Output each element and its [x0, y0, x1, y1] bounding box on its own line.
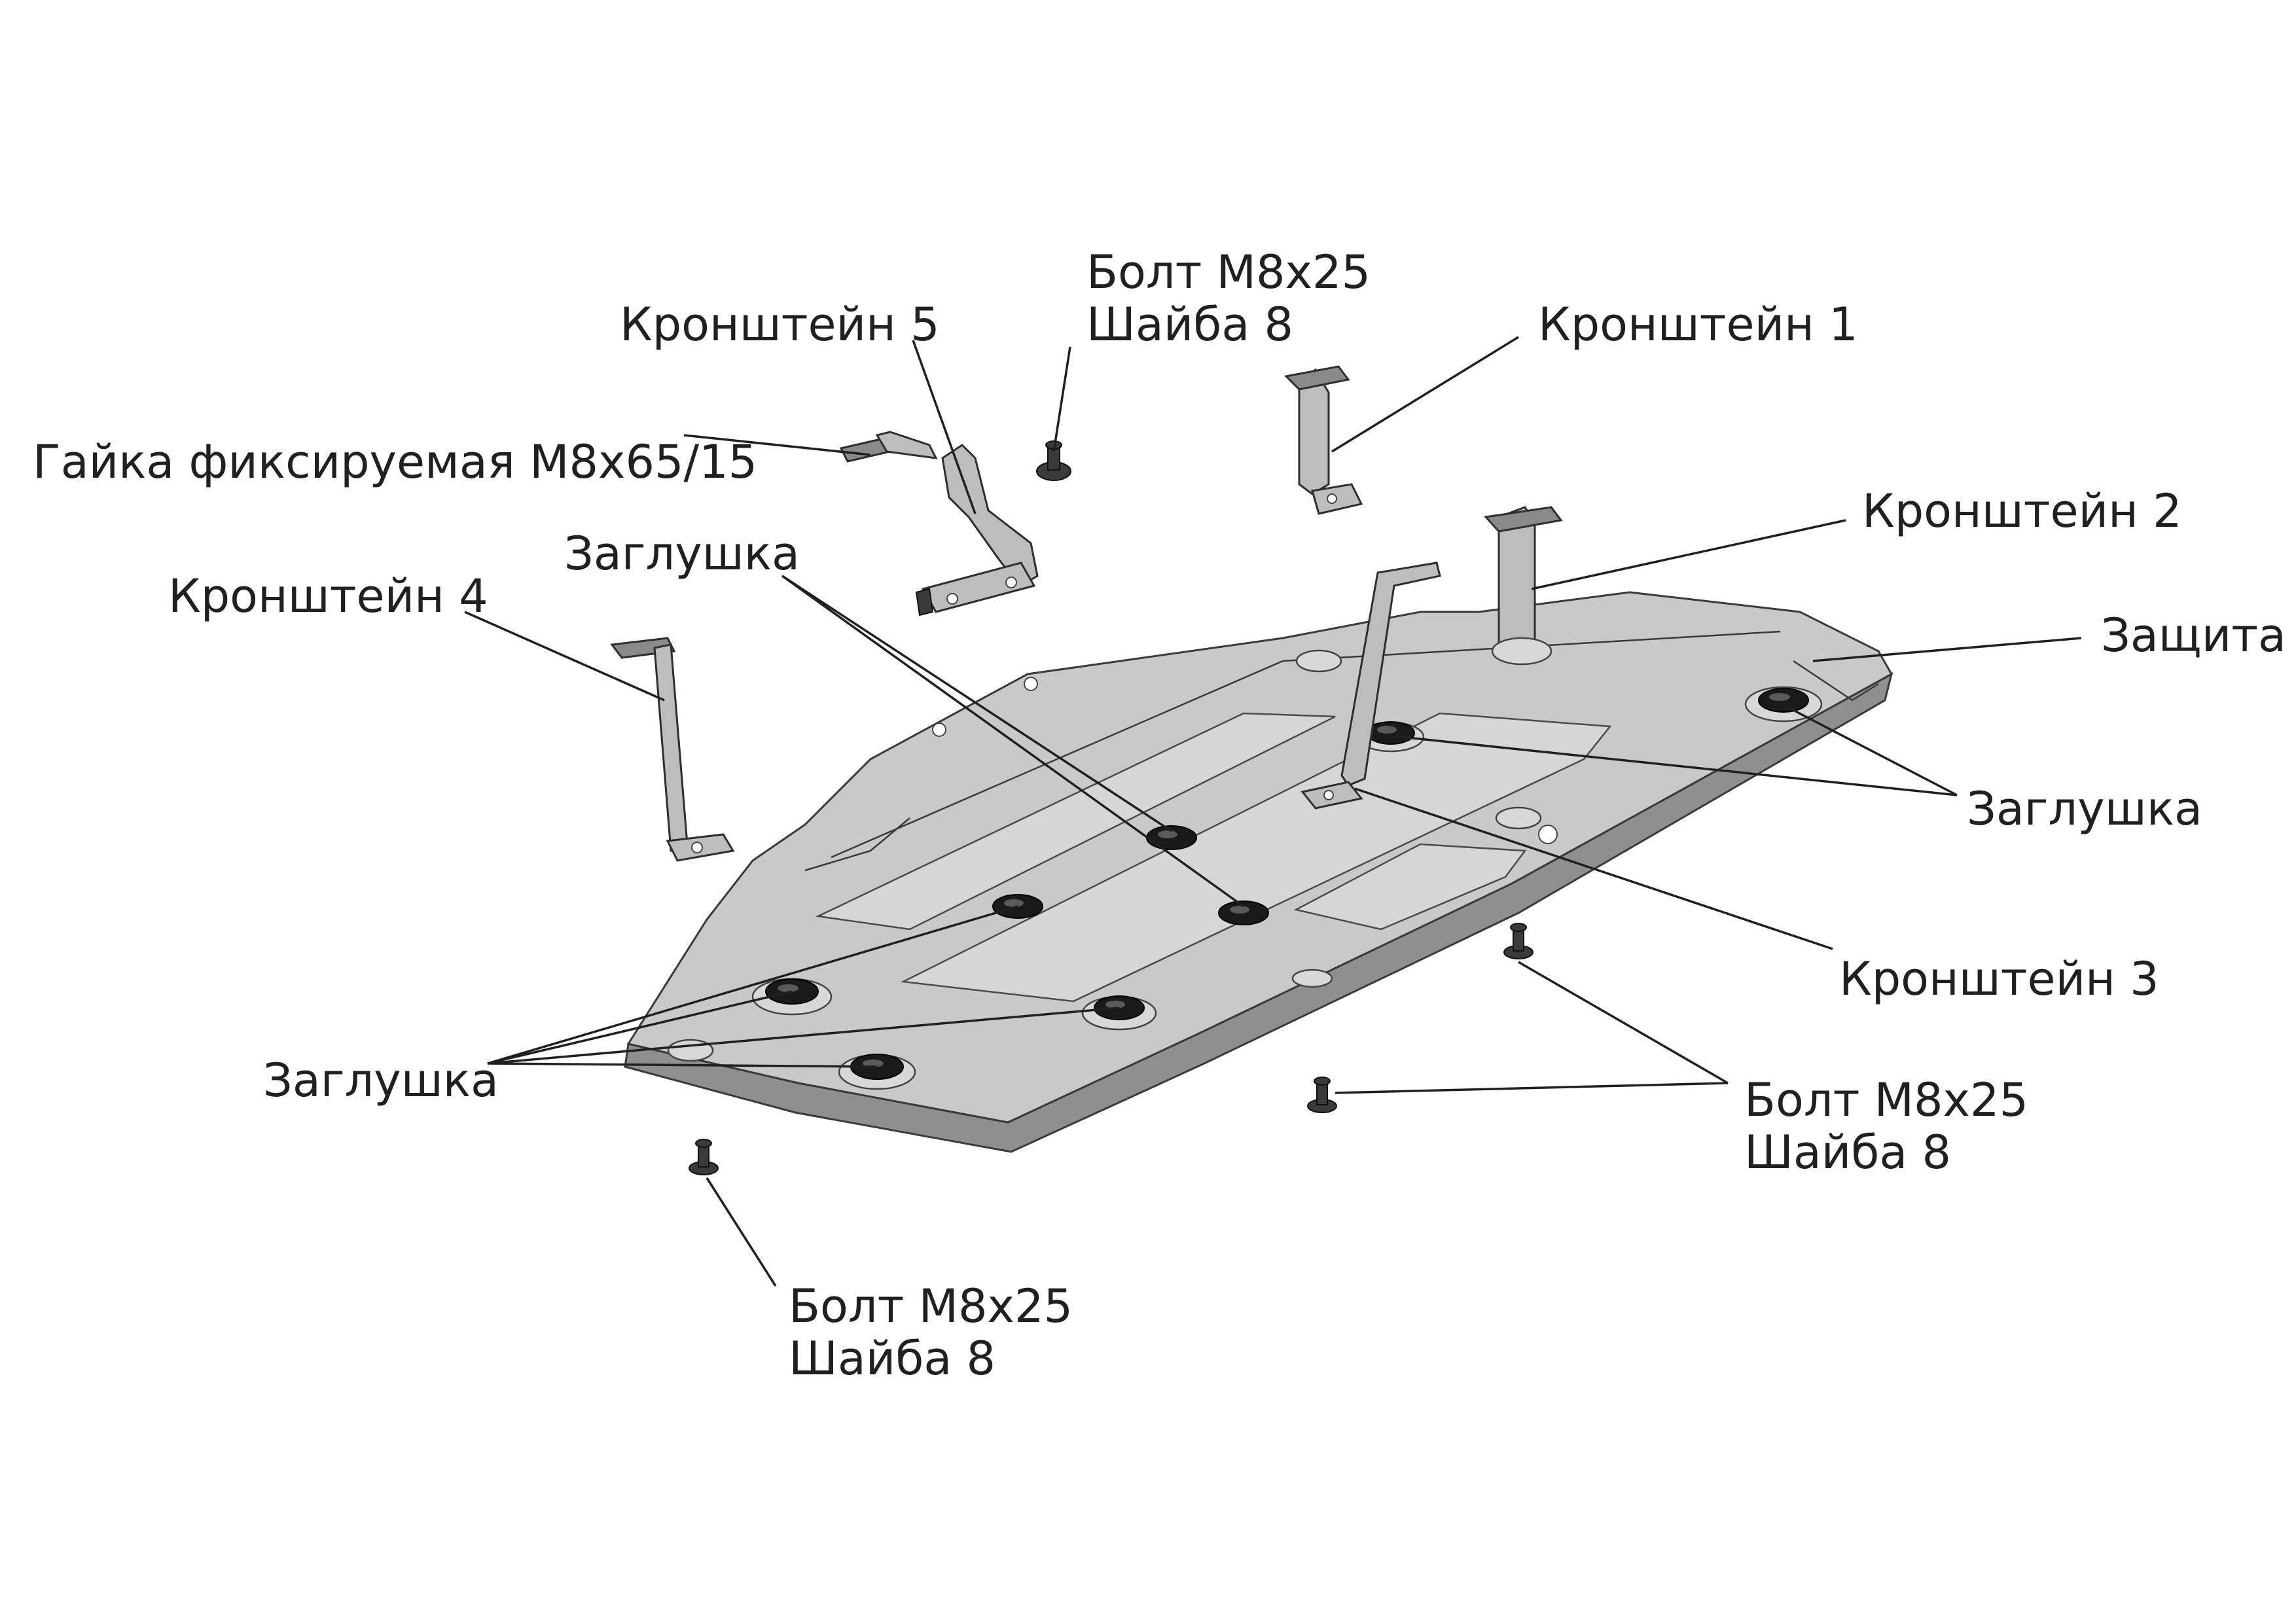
- plugs: [751, 686, 1823, 1090]
- plug-icon: [1146, 825, 1197, 850]
- label-bracket-2: Кронштейн 2: [1862, 484, 2182, 538]
- plug-icon: [1357, 721, 1425, 753]
- label-bracket-3: Кронштейн 3: [1839, 952, 2159, 1006]
- bracket-1-part: [1283, 365, 1363, 515]
- bolt-icon: [1503, 923, 1534, 959]
- label-plug-right: Заглушка: [1967, 782, 2202, 836]
- plug-icon: [1218, 901, 1269, 925]
- label-bolt-bottom-line1: Болт М8х25: [789, 1279, 1073, 1333]
- label-plug-top: Заглушка: [564, 527, 800, 580]
- shield-fold-line-3: [1793, 660, 1879, 702]
- shield-mount-hole: [1024, 677, 1038, 691]
- shield-plate: [624, 591, 1893, 1153]
- label-shield: Защита: [2101, 609, 2286, 662]
- bracket-4-part: [610, 637, 735, 862]
- label-bolt-top-line2: Шайба 8: [1086, 298, 1293, 351]
- shield-boss: [1495, 806, 1542, 830]
- label-bracket-5: Кронштейн 5: [620, 298, 940, 351]
- shield-boss: [667, 1039, 714, 1062]
- shield-fold-line: [831, 630, 1781, 859]
- shield-mount-hole: [1538, 825, 1558, 844]
- shield-mount-hole: [932, 722, 946, 737]
- bolt-icon: [1036, 440, 1071, 481]
- plug-icon: [1081, 995, 1157, 1031]
- captive-nut-part: [839, 431, 938, 463]
- bracket-2-part: [1484, 506, 1563, 666]
- leader-lines: [464, 336, 2082, 1287]
- plug-icon: [838, 1054, 916, 1090]
- bolt-icon: [1307, 1077, 1337, 1113]
- label-bolt-top-line1: Болт М8х25: [1086, 245, 1371, 299]
- shield-recess-upper: [815, 712, 1336, 931]
- shield-boss: [1291, 969, 1333, 988]
- plug-icon: [1744, 686, 1823, 722]
- bolt-icon: [689, 1139, 719, 1175]
- shield-fold-line-2: [804, 817, 910, 872]
- bracket-5-part: [915, 444, 1039, 616]
- shield-recess-lower: [1293, 843, 1527, 931]
- label-bolt-right-line2: Шайба 8: [1744, 1126, 1951, 1179]
- plug-icon: [751, 978, 833, 1016]
- shield-boss: [1295, 649, 1342, 673]
- label-plug-left: Заглушка: [263, 1054, 499, 1107]
- label-bracket-1: Кронштейн 1: [1538, 298, 1858, 351]
- label-captive-nut: Гайка фиксируемая М8х65/15: [33, 435, 757, 489]
- label-bolt-bottom-line2: Шайба 8: [789, 1332, 996, 1385]
- label-bolt-right-line1: Болт М8х25: [1744, 1073, 2028, 1127]
- label-bracket-4: Кронштейн 4: [168, 569, 488, 623]
- bracket-3-part: [1300, 562, 1441, 810]
